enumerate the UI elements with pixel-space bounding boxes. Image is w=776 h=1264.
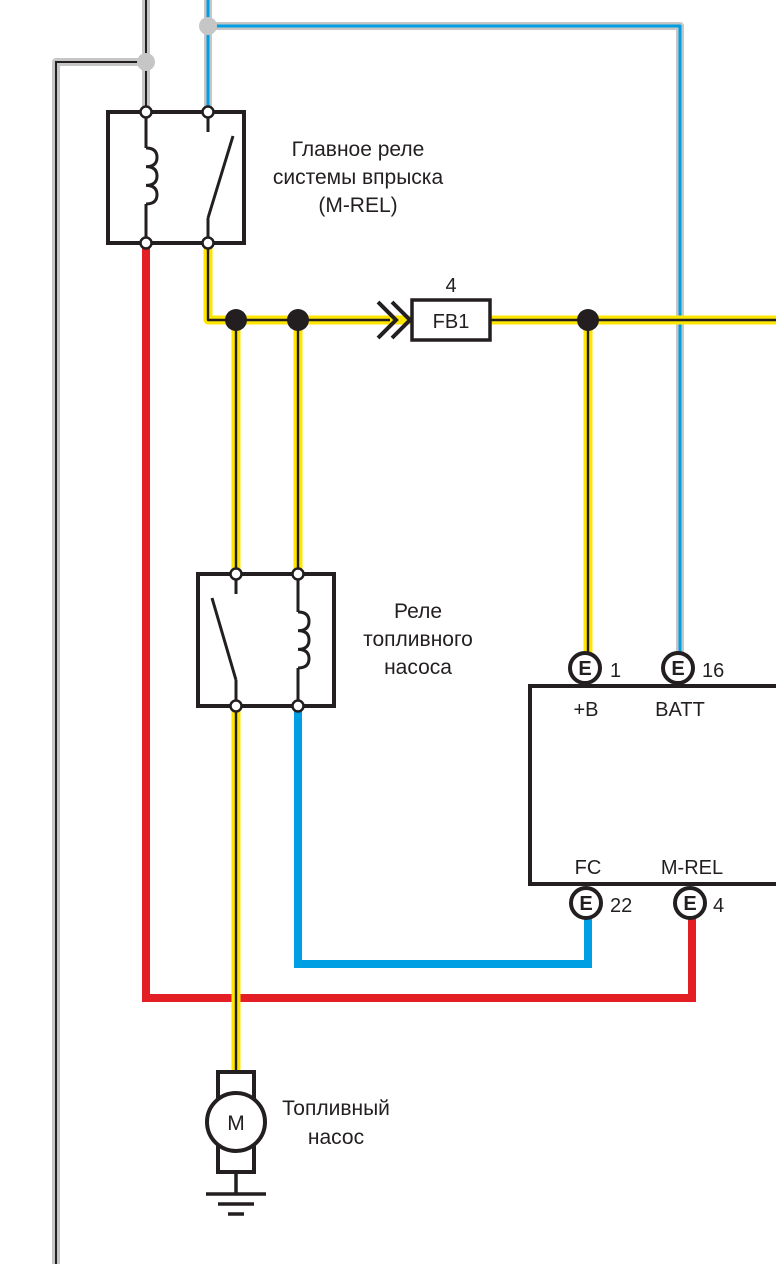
pump-relay-label-2: топливного: [363, 628, 473, 651]
motor-symbol: M: [227, 1112, 245, 1135]
fuse-name: FB1: [433, 311, 470, 333]
main-relay-label-3: (M-REL): [318, 194, 397, 217]
fuel-pump-motor: M Топливный насос: [205, 1070, 390, 1174]
connector-letter: E: [578, 658, 591, 680]
pin-number: 1: [610, 660, 621, 682]
gray-wire-left: [52, 0, 155, 1264]
connector-chevron-icon: [376, 300, 413, 340]
connector-letter: E: [683, 893, 696, 915]
fuse-number: 4: [445, 275, 456, 297]
fuse-fb1: FB1 4: [410, 275, 492, 342]
connector-letter: E: [671, 658, 684, 680]
junction-dots: [225, 309, 599, 331]
motor-icon: [205, 1091, 267, 1153]
main-relay-label-1: Главное реле: [292, 138, 425, 161]
blue-wire-batt: [199, 0, 684, 655]
ecu-pin-16: E 16: [661, 651, 724, 685]
pin-number: 4: [713, 895, 724, 917]
pump-relay-label-3: насоса: [384, 656, 452, 679]
ground-icon: [206, 1172, 266, 1216]
ecu-pin-1: E 1: [568, 651, 621, 685]
fuel-pump-label-2: насос: [308, 1126, 364, 1149]
ecu-pin-4: E 4: [673, 886, 724, 920]
fuel-pump-label-1: Топливный: [282, 1097, 390, 1120]
pump-relay-label-1: Реле: [394, 600, 442, 623]
switch-contact-icon: [206, 135, 235, 219]
fuel-pump-relay: Реле топливного насоса: [196, 567, 473, 713]
ecu-pin-label-b: +B: [573, 699, 598, 721]
blue-wire-fc: [294, 708, 592, 968]
yellow-wire-power: [203, 245, 776, 1072]
pin-number: 16: [702, 660, 724, 682]
ecu-pin-label-fc: FC: [575, 857, 602, 879]
pin-number: 22: [610, 895, 632, 917]
connector-letter: E: [579, 893, 592, 915]
red-wire-mrel: [142, 245, 696, 1002]
coil-icon: [297, 610, 311, 670]
ecu-pin-22: E 22: [569, 886, 632, 920]
ecu-pin-label-batt: BATT: [655, 699, 705, 721]
main-relay: Главное реле системы впрыска (M-REL): [106, 105, 444, 250]
main-relay-label-2: системы впрыска: [273, 166, 444, 189]
coil-icon: [145, 146, 159, 206]
ecu-pin-label-mrel: M-REL: [661, 857, 723, 879]
switch-contact-icon: [210, 597, 238, 681]
ecu-block: +B BATT FC M-REL: [528, 684, 776, 886]
